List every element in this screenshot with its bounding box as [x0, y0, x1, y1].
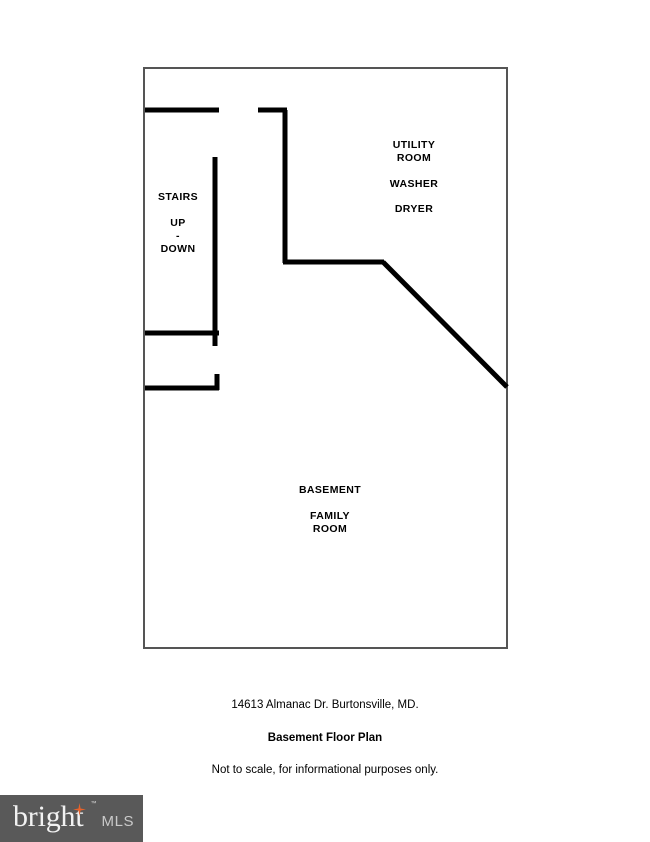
stairs-down-label: DOWN — [161, 243, 196, 255]
stairs-label: STAIRS — [158, 191, 198, 203]
utility-diagonal-wall — [381, 260, 509, 389]
dryer-label: DRYER — [395, 203, 433, 215]
logo-suffix: MLS — [101, 813, 135, 830]
logo-brand-text: bright — [13, 800, 84, 833]
logo-brand-word: bright ™ — [13, 800, 97, 833]
property-address: 14613 Almanac Dr. Burtonsville, MD. — [231, 699, 419, 711]
interior-walls — [145, 107, 509, 391]
floor-plan-drawing: STAIRSUP-DOWNUTILITYROOMWASHERDRYERBASEM… — [143, 67, 509, 649]
spark-icon — [73, 803, 87, 816]
outer-boundary-wall — [143, 67, 508, 649]
disclaimer-text: Not to scale, for informational purposes… — [211, 764, 439, 777]
stairs-up-label: UP — [170, 217, 185, 229]
washer-label: WASHER — [390, 178, 439, 190]
bright-mls-logo: bright ™ MLS — [0, 795, 143, 842]
room-label: ROOM — [313, 523, 347, 535]
logo-wordmark: bright ™ MLS — [13, 800, 135, 835]
room-labels: STAIRSUP-DOWNUTILITYROOMWASHERDRYERBASEM… — [158, 139, 438, 535]
trademark-symbol: ™ — [90, 801, 97, 807]
family-label: FAMILY — [310, 510, 350, 522]
plan-title: Basement Floor Plan — [267, 731, 383, 744]
caption-block: 14613 Almanac Dr. Burtonsville, MD. Base… — [0, 698, 650, 779]
basement-label: BASEMENT — [299, 484, 361, 496]
utility-label-line1: UTILITY — [393, 139, 435, 151]
utility-label-line2: ROOM — [397, 152, 431, 164]
stairs-dash-label: - — [176, 230, 180, 242]
